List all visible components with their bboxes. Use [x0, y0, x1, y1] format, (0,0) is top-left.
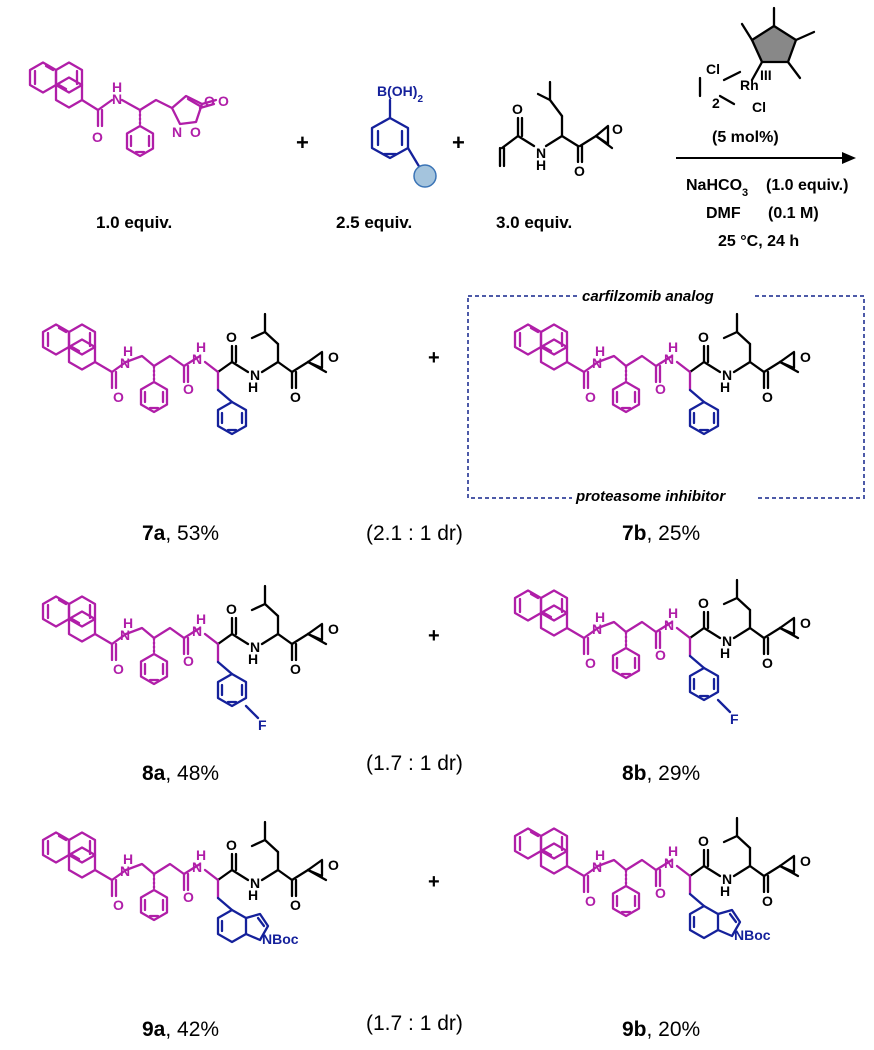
catalyst-loading: (5 mol%): [712, 129, 779, 146]
acrylamide-equiv-label: 3.0 equiv.: [496, 213, 572, 232]
carfilzomib-highlight-box: [467, 295, 865, 499]
svg-text:O: O: [574, 163, 585, 179]
product-8a-structure: F: [43, 586, 339, 733]
plus-sign-row1: +: [428, 347, 440, 369]
svg-text:Cl: Cl: [706, 61, 720, 77]
svg-text:O: O: [218, 93, 229, 109]
reagent-amine-structure: O H N N O O O: [28, 61, 229, 158]
svg-text:H: H: [536, 157, 546, 173]
boronic-equiv-label: 2.5 equiv.: [336, 213, 412, 232]
product-row1-dr: (2.1 : 1 dr): [366, 522, 463, 545]
product-9b-label: 9b, 20%: [622, 1018, 700, 1041]
reagent-acrylamide-structure: O N H O O: [498, 80, 623, 179]
temp-time: 25 °C, 24 h: [718, 233, 799, 250]
svg-text:O: O: [92, 129, 103, 145]
product-9a-label: 9a, 42%: [142, 1018, 219, 1041]
svg-text:N: N: [536, 145, 546, 161]
solvent-conc: (0.1 M): [768, 205, 819, 222]
product-row3-dr: (1.7 : 1 dr): [366, 1012, 463, 1035]
svg-text:NBoc: NBoc: [262, 931, 299, 947]
svg-text:N: N: [112, 91, 122, 107]
product-9b-structure: NBoc: [515, 818, 811, 943]
product-7b-structure: [515, 314, 811, 436]
boronic-acid-formula: B(OH)2: [377, 83, 423, 105]
svg-text:O: O: [190, 124, 201, 140]
reagent-boronic-acid-structure: [370, 98, 437, 188]
svg-text:O: O: [204, 93, 215, 109]
plus-sign-2: +: [452, 130, 465, 155]
svg-text:H: H: [112, 79, 122, 95]
product-8a-label: 8a, 48%: [142, 762, 219, 785]
svg-text:O: O: [512, 101, 523, 117]
svg-text:Rh: Rh: [740, 77, 759, 93]
svg-text:2: 2: [712, 95, 720, 111]
base-equiv: (1.0 equiv.): [766, 177, 848, 194]
product-8b-structure: F: [515, 580, 811, 727]
svg-text:III: III: [760, 67, 772, 83]
base-label: NaHCO3: [686, 177, 748, 199]
carfilzomib-analog-label: carfilzomib analog: [582, 288, 714, 305]
svg-text:N: N: [172, 124, 182, 140]
plus-sign-row2: +: [428, 625, 440, 647]
product-8b-label: 8b, 29%: [622, 762, 700, 785]
svg-text:Cl: Cl: [752, 99, 766, 115]
product-7a-structure: [43, 314, 339, 436]
product-7a-label: 7a, 53%: [142, 522, 219, 545]
svg-text:F: F: [258, 717, 267, 733]
reaction-arrow: [676, 152, 856, 164]
solvent-label: DMF: [706, 205, 741, 222]
product-row2-dr: (1.7 : 1 dr): [366, 752, 463, 775]
product-9a-structure: NBoc: [43, 822, 339, 947]
svg-text:F: F: [730, 711, 739, 727]
plus-sign-row3: +: [428, 871, 440, 893]
proteasome-inhibitor-label: proteasome inhibitor: [575, 488, 726, 505]
amine-equiv-label: 1.0 equiv.: [96, 213, 172, 232]
rh-catalyst-structure: Cl Rh III Cl 2: [698, 6, 816, 115]
svg-text:O: O: [612, 121, 623, 137]
product-7b-label: 7b, 25%: [622, 522, 700, 545]
plus-sign-1: +: [296, 130, 309, 155]
svg-text:NBoc: NBoc: [734, 927, 771, 943]
